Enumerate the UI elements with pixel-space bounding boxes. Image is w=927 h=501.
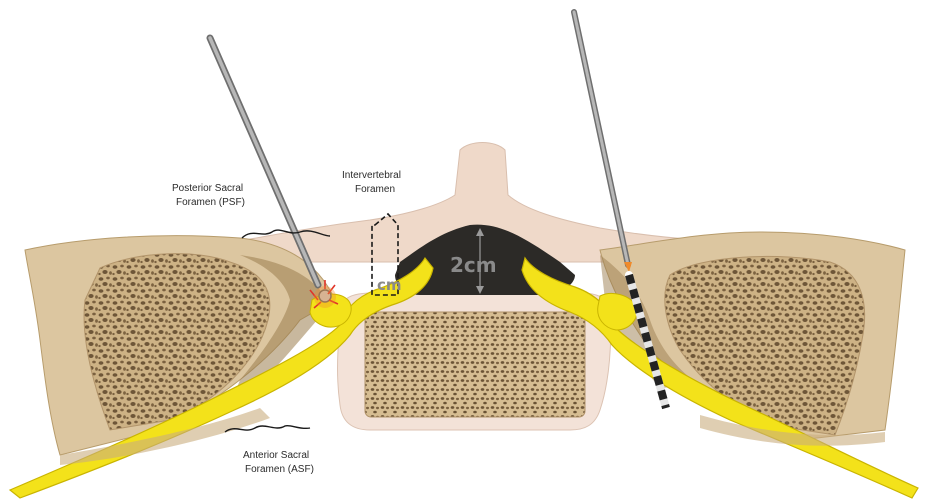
psf-label-line1: Posterior Sacral bbox=[172, 183, 243, 194]
ivf-label-line1: Intervertebral bbox=[342, 170, 401, 181]
asf-label-line1: Anterior Sacral bbox=[243, 450, 309, 461]
label-2cm: 2cm bbox=[450, 253, 497, 277]
right-cancellous-bone bbox=[665, 256, 865, 435]
label-cm: cm bbox=[377, 276, 402, 294]
vertebral-body-cancellous bbox=[365, 312, 585, 417]
asf-label-line2: Foramen (ASF) bbox=[245, 464, 314, 475]
ivf-label-line2: Foramen bbox=[355, 184, 395, 195]
psf-label-line2: Foramen (PSF) bbox=[176, 197, 245, 208]
